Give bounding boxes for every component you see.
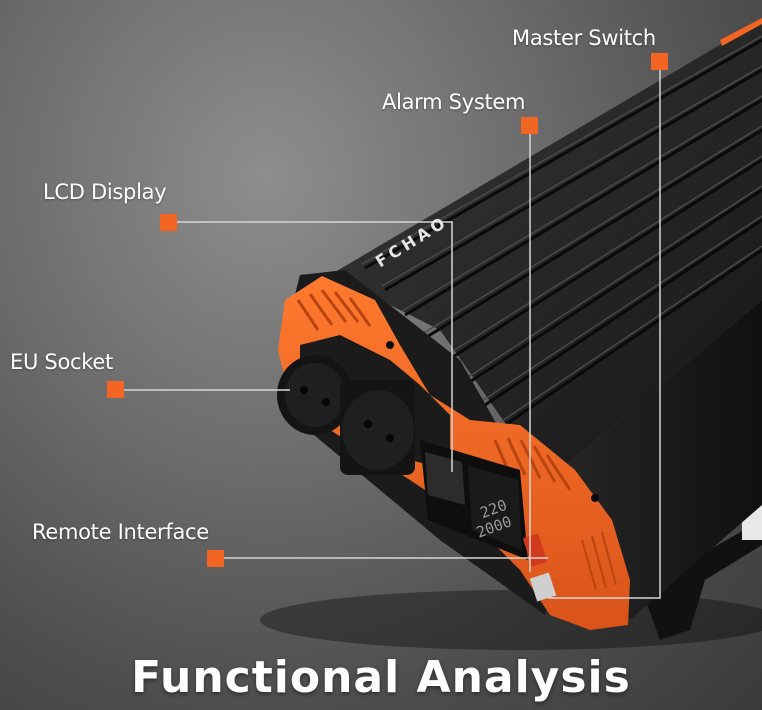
remote-port <box>529 572 557 602</box>
top-accent-stripe <box>720 18 762 46</box>
fin-highlights <box>361 35 762 422</box>
eu-socket-marker <box>107 381 124 398</box>
heat-fins <box>364 38 762 427</box>
page-title: Functional Analysis <box>131 652 631 703</box>
mount-bracket <box>640 520 762 640</box>
callout-eu-socket: EU Socket <box>10 350 113 374</box>
lcd-panel <box>420 440 528 560</box>
callout-lcd-display: LCD Display <box>43 180 167 204</box>
master-switch-marker <box>651 53 668 70</box>
callout-alarm-system: Alarm System <box>382 90 526 114</box>
screw <box>591 494 599 502</box>
callout-master-switch: Master Switch <box>512 26 656 50</box>
cap-grille <box>296 289 572 491</box>
screw <box>386 341 394 349</box>
eu-socket-right <box>340 380 415 475</box>
eu-socket-left <box>277 355 353 435</box>
callout-lines <box>116 62 661 599</box>
callout-remote-interface: Remote Interface <box>32 520 209 544</box>
alarm-system-marker <box>521 117 538 134</box>
lcd-display-marker <box>160 214 177 231</box>
remote-interface-marker <box>207 550 224 567</box>
cap-lower-vents <box>581 531 617 591</box>
